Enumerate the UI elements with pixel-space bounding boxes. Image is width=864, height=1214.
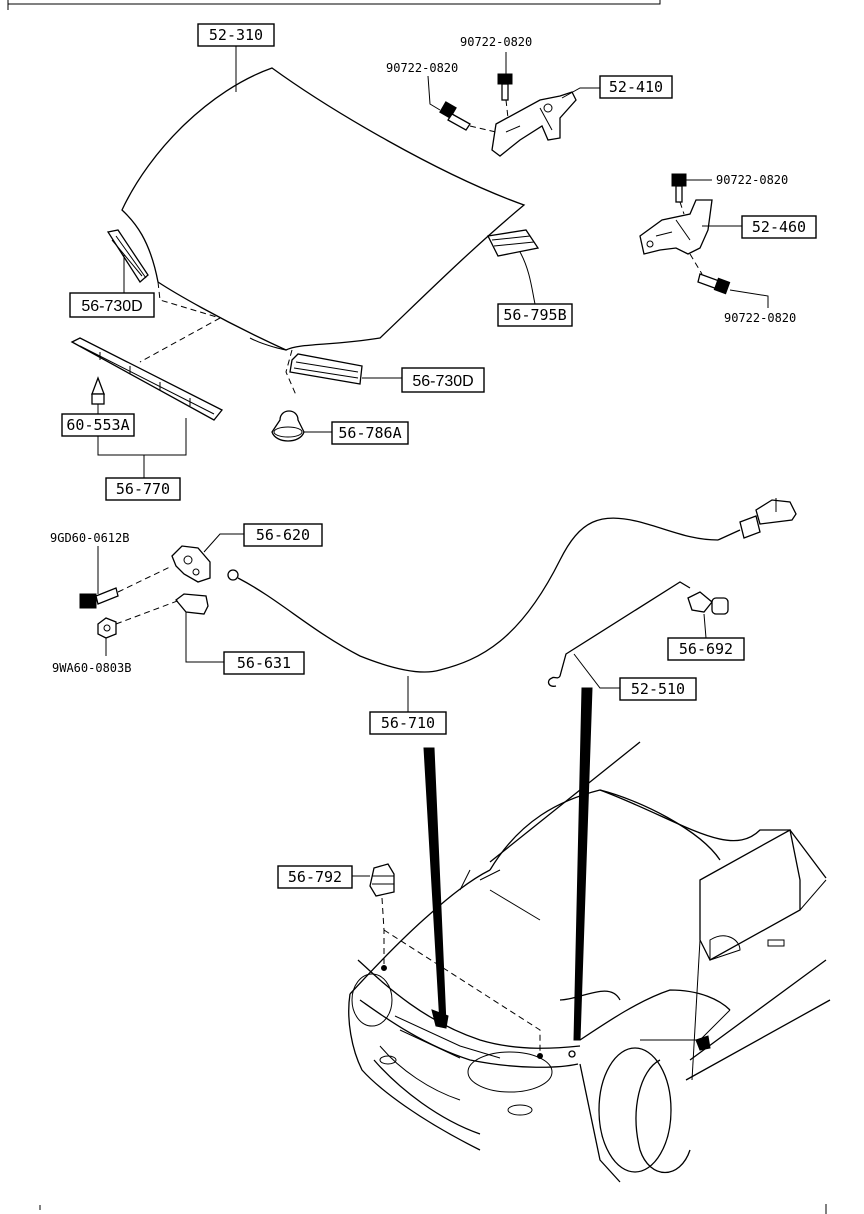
- svg-text:60-553A: 60-553A: [66, 416, 129, 434]
- cable-pointer: [423, 747, 447, 1025]
- bolt-icon: [79, 587, 119, 609]
- label-seal-rear: 56-795B: [497, 303, 573, 327]
- label-prop-rod: 52-510: [619, 677, 697, 701]
- hinge-left-leader: [561, 87, 600, 99]
- svg-text:56-786A: 56-786A: [338, 424, 401, 442]
- label-seal-right-front: 56-730D: [401, 367, 485, 393]
- label-latch-nut: 9WA60-0803B: [52, 661, 131, 675]
- label-hood: 52-310: [197, 23, 275, 47]
- prop-rod-leader: [573, 653, 620, 689]
- svg-text:56-792: 56-792: [288, 868, 342, 886]
- svg-text:56-730D: 56-730D: [412, 373, 473, 390]
- label-bolt-b: 90722-0820: [386, 61, 458, 75]
- nut-icon: [97, 617, 117, 639]
- prop-rod: [547, 581, 691, 687]
- label-hinge-right: 52-460: [741, 215, 817, 239]
- svg-text:52-460: 52-460: [752, 218, 806, 236]
- seal-left: [106, 229, 149, 283]
- label-release-cable: 56-710: [369, 711, 447, 735]
- label-latch-cover: 56-631: [223, 651, 305, 675]
- release-cable: [227, 498, 797, 673]
- bolt-icon: [497, 73, 513, 101]
- svg-text:52-410: 52-410: [609, 78, 663, 96]
- label-bolt-c: 90722-0820: [716, 173, 788, 187]
- latch-leader: [203, 533, 244, 553]
- stopper-icon: [369, 863, 395, 897]
- bolt-icon: [439, 101, 471, 131]
- label-prop-holder: 56-692: [667, 637, 745, 661]
- clip-icon: [91, 376, 105, 405]
- label-bolt-a: 90722-0820: [460, 35, 532, 49]
- bolt-icon: [671, 173, 687, 203]
- latch-cover-leader: [185, 612, 224, 663]
- weatherstrip-leader: [97, 418, 187, 478]
- hinge-left: [491, 91, 577, 157]
- svg-text:52-510: 52-510: [631, 680, 685, 698]
- seal-rear-leader: [519, 251, 536, 305]
- hinge-right: [639, 199, 713, 255]
- label-clip: 60-553A: [61, 413, 135, 437]
- label-bolt-d: 90722-0820: [724, 311, 796, 325]
- bolt-icon: [697, 273, 731, 295]
- svg-text:56-710: 56-710: [381, 714, 435, 732]
- label-latch: 56-620: [243, 523, 323, 547]
- seal-right-front: [289, 353, 363, 385]
- label-hinge-left: 52-410: [599, 75, 673, 99]
- label-stopper: 56-792: [277, 865, 353, 889]
- prop-holder-icon: [687, 591, 729, 615]
- cushion-icon: [271, 410, 305, 442]
- car-illustration: [348, 741, 831, 1183]
- svg-text:56-631: 56-631: [237, 654, 291, 672]
- svg-text:56-770: 56-770: [116, 480, 170, 498]
- svg-text:56-730D: 56-730D: [81, 298, 142, 315]
- latch-cover-icon: [175, 593, 209, 615]
- prop-holder-leader: [703, 613, 707, 639]
- latch-icon: [171, 545, 211, 583]
- label-cushion: 56-786A: [331, 421, 409, 445]
- seal-rear: [487, 229, 540, 257]
- svg-text:56-692: 56-692: [679, 640, 733, 658]
- label-latch-bolt: 9GD60-0612B: [50, 531, 129, 545]
- svg-text:52-310: 52-310: [209, 26, 263, 44]
- label-seal-left: 56-730D: [69, 292, 155, 318]
- hood-panel: [121, 67, 526, 351]
- rod-pointer: [573, 687, 593, 1041]
- svg-text:56-795B: 56-795B: [503, 306, 566, 324]
- weatherstrip: [70, 337, 224, 421]
- svg-text:56-620: 56-620: [256, 526, 310, 544]
- label-weatherstrip: 56-770: [105, 477, 181, 501]
